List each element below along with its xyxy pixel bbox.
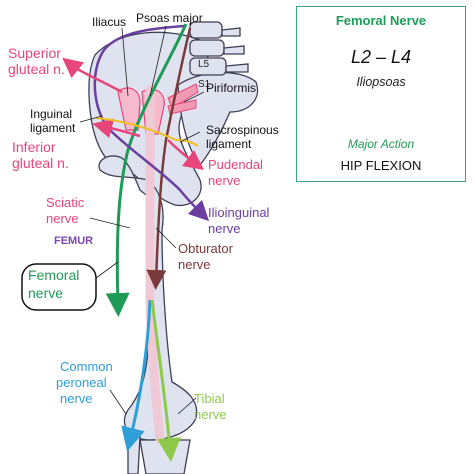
action-value: HIP FLEXION <box>340 158 422 173</box>
tibial-nerve-label-line2: nerve <box>194 407 227 422</box>
l4-vertebra <box>189 39 225 57</box>
s1-label: S1 <box>198 79 211 90</box>
inguinal-ligament-label-line2: ligament <box>30 121 76 135</box>
tibia-bone <box>139 439 191 474</box>
inferior-gluteal-label-line2: gluteal n. <box>12 155 69 171</box>
ilioinguinal-nerve-label-line2: nerve <box>208 221 241 236</box>
common-peroneal-label-line1: Common <box>60 359 113 374</box>
tibial-nerve-label-line1: Tibial <box>194 391 225 406</box>
sciatic-nerve-path <box>145 85 165 445</box>
sacrospinous-ligament-label-line1: Sacrospinous <box>206 123 279 137</box>
muscle-name: Iliopsoas <box>356 75 406 89</box>
piriformis-muscle <box>167 83 199 115</box>
pudendal-nerve-label-line1: Pudendal <box>208 157 263 172</box>
superior-gluteal-label-line1: Superior <box>8 45 61 61</box>
leader-lines <box>79 25 205 415</box>
nerve-roots: L2 – L4 <box>350 47 412 67</box>
common-peroneal-nerve-path <box>121 299 152 452</box>
obturator-nerve-label-line1: Obturator <box>178 241 233 256</box>
inferior-gluteal-label-line1: Inferior <box>12 139 56 155</box>
sacrum-bone <box>177 71 259 167</box>
ilioinguinal-nerve-label-line1: Ilioinguinal <box>208 205 270 220</box>
sciatic-nerve-label-line2: nerve <box>46 211 79 226</box>
obturator-nerve-path <box>146 27 192 290</box>
action-label: Major Action <box>347 137 415 151</box>
sciatic-nerve-label-line1: Sciatic <box>46 195 85 210</box>
inguinal-ligament <box>95 117 177 141</box>
superior-gluteal-nerve-path <box>62 57 123 94</box>
sacrospinous-ligament <box>175 139 199 147</box>
pudendal-nerve-path <box>167 139 204 171</box>
inferior-gluteal-nerve-path <box>92 118 141 139</box>
lumbar-vertebrae <box>189 21 249 76</box>
pudendal-nerve-label-line2: nerve <box>208 173 241 188</box>
sacrospinous-ligament-label-line2: ligament <box>206 137 252 151</box>
femoral-nerve-label-line2: nerve <box>28 285 64 301</box>
femoral-nerve-label-line1: Femoral <box>28 267 80 283</box>
tibial-nerve-path <box>150 299 182 462</box>
l5-label: L5 <box>198 59 210 70</box>
psoas-major-label: Psoas major <box>136 11 203 25</box>
iliacus-label: Iliacus <box>92 15 127 29</box>
info-panel: Femoral Nerve L2 – L4 Iliopsoas Major Ac… <box>296 6 466 182</box>
common-peroneal-label-line3: nerve <box>60 391 93 406</box>
femoral-nerve-path <box>105 23 188 317</box>
femoral-label-box <box>21 263 97 311</box>
common-peroneal-label-line2: peroneal <box>56 375 107 390</box>
femur-label: FEMUR <box>54 235 94 247</box>
obturator-nerve-label-line2: nerve <box>178 257 211 272</box>
piriformis-label: Piriformis <box>206 81 256 95</box>
fibula-bone <box>127 435 141 474</box>
superior-gluteal-label-line2: gluteal n. <box>8 61 65 77</box>
inguinal-ligament-label-line1: Inguinal <box>30 107 73 121</box>
panel-title: Femoral Nerve <box>335 13 427 28</box>
